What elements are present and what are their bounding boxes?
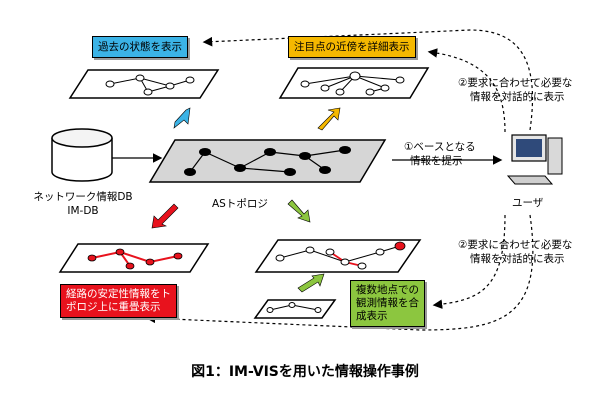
base-info-line1: ①ベースとなる [404,141,476,153]
figure-caption: 図1：IM-VISを用いた情報操作事例 [191,364,419,380]
arrow-to-stability [145,214,534,331]
green-arrow-up [297,273,325,293]
request-label-bottom: ②要求に合わせて必要な 情報を対話的に表示 [458,238,572,266]
request-bottom-line2: 情報を対話的に表示 [470,253,565,265]
observe-label-line2: 観測情報を合 [356,297,419,309]
panel-detail [278,67,430,99]
past-state-callout: 過去の状態を表示 [92,36,188,58]
panel-topology [148,139,387,183]
observe-label-line1: 複数地点での [356,284,419,296]
arrow-to-past [202,29,534,131]
blue-arrow [173,107,191,129]
base-info-line2: 情報を提示 [410,155,463,167]
request-bottom-line1: ②要求に合わせて必要な [458,239,573,251]
detail-callout: 注目点の近傍を詳細表示 [288,36,416,58]
observe-label-line3: 成表示 [356,310,388,322]
stability-label-line1: 経路の安定性情報をト [66,288,171,300]
red-arrow [151,203,179,229]
user-label: ユーザ [512,197,544,209]
request-top-line2: 情報を対話的に表示 [470,91,565,103]
arrow-to-observe [432,214,506,309]
solid-arrows [112,153,503,165]
panel-observe [253,239,422,319]
panel-stability [58,243,210,273]
base-info-label: ①ベースとなる 情報を提示 [404,140,476,168]
arrow-to-detail [427,48,506,133]
request-top-line1: ②要求に合わせて必要な [458,77,573,89]
observe-callout: 複数地点での 観測情報を合 成表示 [350,280,425,327]
stability-callout: 経路の安定性情報をト ポロジ上に重畳表示 [60,284,177,318]
panel-past [68,69,220,99]
database-label: ネットワーク情報DB IM-DB [28,190,138,218]
database-label-line2: IM-DB [67,205,99,217]
computer-icon [506,134,563,185]
database-label-line1: ネットワーク情報DB [33,191,133,203]
detail-label: 注目点の近傍を詳細表示 [294,41,410,53]
database-icon [51,128,113,182]
orange-arrow [317,107,341,131]
block-arrows [151,107,341,293]
topology-label: ASトポロジ [212,198,268,210]
request-label-top: ②要求に合わせて必要な 情報を対話的に表示 [458,76,572,104]
stability-label-line2: ポロジ上に重畳表示 [66,301,161,313]
green-arrow-down [287,199,311,223]
past-state-label: 過去の状態を表示 [98,41,182,53]
interaction-arrows [145,29,534,331]
